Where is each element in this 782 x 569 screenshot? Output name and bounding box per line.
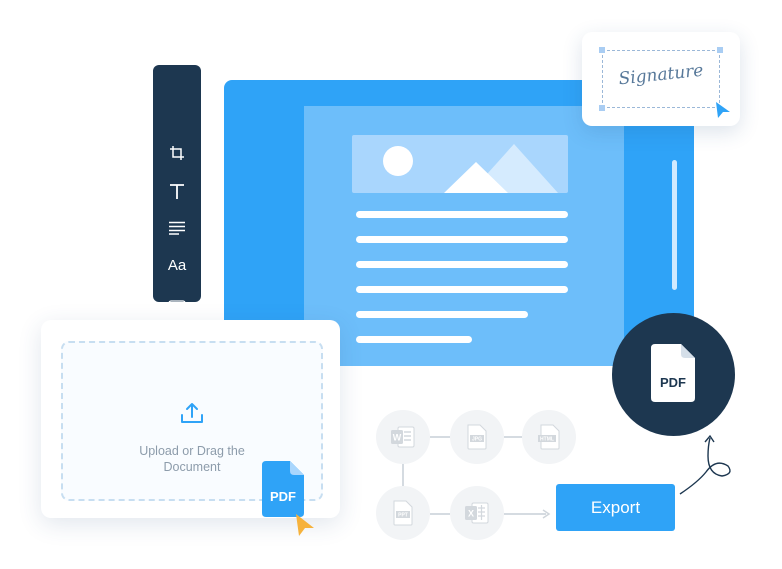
word-file-icon: W bbox=[391, 426, 415, 448]
crop-tool-button[interactable] bbox=[161, 139, 193, 167]
scrollbar[interactable] bbox=[672, 160, 677, 290]
excel-format-option[interactable]: X bbox=[450, 486, 504, 540]
export-button[interactable]: Export bbox=[556, 484, 675, 531]
text-line bbox=[356, 286, 568, 293]
cursor-icon bbox=[716, 102, 730, 118]
text-tool-button[interactable] bbox=[161, 177, 193, 205]
ppt-icon-label: PPT bbox=[398, 513, 408, 519]
upload-text-line2: Document bbox=[163, 460, 221, 474]
connector-line bbox=[430, 436, 450, 438]
text-line bbox=[356, 261, 568, 268]
html-file-icon: HTML bbox=[538, 424, 560, 450]
signature-text: Signature bbox=[617, 60, 705, 90]
jpg-file-icon: JPG bbox=[467, 424, 487, 450]
compress-icon bbox=[168, 300, 186, 318]
resize-handle[interactable] bbox=[599, 105, 605, 111]
pdf-document-icon: PDF bbox=[651, 344, 695, 402]
paragraph-tool-button[interactable] bbox=[161, 214, 193, 242]
compress-tool-button[interactable] bbox=[161, 295, 193, 323]
text-icon bbox=[170, 183, 184, 199]
connector-line bbox=[402, 463, 404, 486]
crop-icon bbox=[170, 146, 184, 160]
resize-handle[interactable] bbox=[717, 47, 723, 53]
ppt-format-option[interactable]: PPT bbox=[376, 486, 430, 540]
text-line bbox=[356, 211, 568, 218]
signature-field[interactable]: Signature bbox=[599, 47, 723, 111]
ppt-file-icon: PPT bbox=[393, 500, 413, 526]
connector-line bbox=[504, 436, 522, 438]
html-icon-label: HTML bbox=[540, 437, 554, 443]
text-line bbox=[356, 311, 528, 318]
pdf-big-label: PDF bbox=[660, 375, 686, 390]
image-placeholder bbox=[352, 135, 568, 193]
pdf-file-icon[interactable]: PDF bbox=[262, 461, 304, 517]
pdf-badge: PDF bbox=[612, 313, 735, 436]
paragraph-icon bbox=[169, 221, 185, 235]
image-icon bbox=[383, 144, 558, 193]
curved-arrow-icon bbox=[679, 434, 731, 495]
text-line bbox=[356, 236, 568, 243]
pdf-file-shape bbox=[651, 344, 695, 402]
drag-cursor-icon bbox=[296, 514, 314, 536]
excel-file-icon: X bbox=[465, 502, 489, 524]
upload-icon bbox=[181, 403, 203, 423]
font-tool-label: Aa bbox=[167, 256, 187, 274]
word-format-option[interactable]: W bbox=[376, 410, 430, 464]
pdf-small-label: PDF bbox=[270, 489, 296, 504]
editing-toolbar: Aa bbox=[153, 65, 201, 318]
jpg-format-option[interactable]: JPG bbox=[450, 410, 504, 464]
signature-card: Signature bbox=[582, 32, 740, 126]
connector-line bbox=[430, 513, 450, 515]
arrow-head-icon bbox=[542, 509, 551, 519]
html-format-option[interactable]: HTML bbox=[522, 410, 576, 464]
resize-handle[interactable] bbox=[599, 47, 605, 53]
text-line bbox=[356, 336, 472, 343]
pdf-file-shape bbox=[262, 461, 304, 517]
jpg-icon-label: JPG bbox=[472, 437, 482, 443]
upload-instruction: Upload or Drag the Document bbox=[63, 443, 321, 475]
font-tool-button[interactable]: Aa bbox=[161, 251, 193, 279]
connector-line bbox=[504, 513, 546, 515]
upload-text-line1: Upload or Drag the bbox=[139, 444, 245, 458]
excel-icon-label: X bbox=[468, 509, 474, 519]
word-icon-label: W bbox=[393, 433, 402, 443]
